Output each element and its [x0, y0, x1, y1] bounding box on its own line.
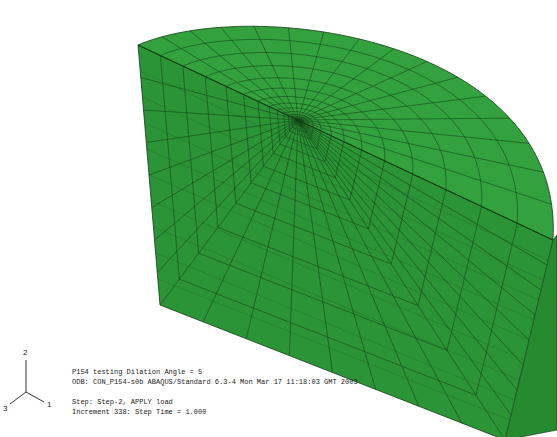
axis-label: 1 — [47, 400, 51, 409]
axis-label: 2 — [23, 348, 27, 357]
viewport-note: Increment 338: Step Time = 1.000 — [72, 408, 206, 417]
axis-label: 3 — [3, 404, 7, 413]
axis-triad — [10, 360, 44, 404]
viewport-note: P154 testing Dilation Angle = 5 — [72, 368, 202, 377]
viewport-note: ODB: CON_P154-s0b ABAQUS/Standard 6.3-4 … — [72, 378, 358, 387]
viewport-note: Step: Step-2, APPLY load — [72, 398, 173, 407]
